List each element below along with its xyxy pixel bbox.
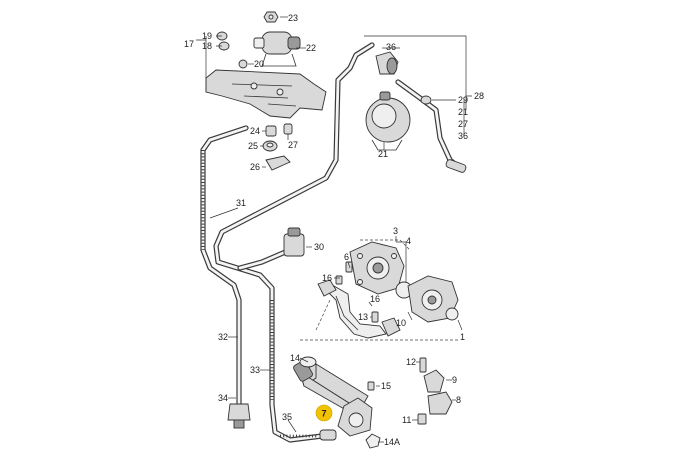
- mounting-bracket: [205, 69, 327, 119]
- solenoid-30: [283, 227, 305, 257]
- callout-19: 19: [202, 31, 212, 41]
- callout-36a: 36: [386, 42, 396, 52]
- bracket-8: [427, 391, 453, 415]
- callout-8: 8: [456, 395, 461, 405]
- callout-30: 30: [314, 242, 324, 252]
- callout-26: 26: [250, 162, 260, 172]
- callout-21a: 21: [458, 107, 468, 117]
- callout-22: 22: [306, 43, 316, 53]
- grouping-line-egr: [315, 239, 411, 331]
- callout-6: 6: [344, 252, 349, 262]
- vacuum-hose-long: [213, 42, 375, 443]
- callout-21b: 21: [378, 149, 388, 159]
- callout-31: 31: [236, 198, 246, 208]
- callout-14: 14: [290, 353, 300, 363]
- pipe-flange: [317, 279, 337, 297]
- bolt-11: [417, 413, 427, 425]
- grommet-25: [262, 140, 278, 152]
- callout-3: 3: [393, 226, 398, 236]
- callout-27a: 27: [458, 119, 468, 129]
- callout-35: 35: [282, 412, 292, 422]
- holder-26: [265, 155, 291, 171]
- egr-cooler-7: [293, 360, 373, 437]
- callout-16b: 16: [370, 294, 380, 304]
- bolt-16: [335, 275, 343, 285]
- callout-20: 20: [254, 59, 264, 69]
- callout-16: 16: [322, 273, 332, 283]
- throttle-housing-1: [407, 275, 459, 323]
- callout-13: 13: [358, 312, 368, 322]
- valve-36: [375, 51, 399, 75]
- vacuum-solenoid-22: [253, 31, 301, 67]
- callout-33: 33: [250, 365, 260, 375]
- vacuum-reservoir-21: [365, 91, 411, 151]
- leader-lines: [196, 16, 472, 443]
- bracket-9: [423, 369, 445, 393]
- bolt-15: [367, 381, 375, 391]
- callout-9: 9: [452, 375, 457, 385]
- callout-29: 29: [458, 95, 468, 105]
- callout-34: 34: [218, 393, 228, 403]
- callout-7-highlight: 7: [315, 404, 333, 422]
- callout-7: 7: [321, 409, 326, 419]
- callout-14A: 14A: [384, 437, 400, 447]
- vacuum-hose-30: [237, 247, 293, 271]
- callout-28: 28: [474, 91, 484, 101]
- callout-11: 11: [402, 415, 411, 425]
- hose-end-36b: [445, 159, 467, 173]
- vacuum-hose-31: [200, 125, 249, 423]
- check-valve-35: [319, 429, 337, 441]
- filter-34: [227, 403, 251, 429]
- pipe-flange-b: [381, 317, 401, 337]
- callout-27b: 27: [288, 140, 298, 150]
- callout-1: 1: [460, 332, 465, 342]
- callout-25: 25: [248, 141, 258, 151]
- gasket-14A: [365, 433, 381, 449]
- screw-20: [238, 59, 248, 69]
- bolt-27: [283, 123, 293, 135]
- callout-18: 18: [202, 41, 212, 51]
- egr-valve-3: [349, 241, 405, 295]
- callout-23: 23: [288, 13, 298, 23]
- callout-32: 32: [218, 332, 228, 342]
- seal-10: [445, 307, 459, 321]
- bolt-12: [419, 357, 427, 373]
- callout-17: 17: [184, 39, 194, 49]
- connector-29: [420, 95, 432, 105]
- callout-36b: 36: [458, 131, 468, 141]
- bolt-13: [371, 311, 379, 323]
- spacer-24: [265, 125, 277, 137]
- bolt-6: [345, 261, 353, 273]
- callout-15: 15: [381, 381, 391, 391]
- callout-12: 12: [406, 357, 416, 367]
- callout-10: 10: [396, 318, 406, 328]
- nut-23: [263, 11, 279, 23]
- callout-4: 4: [406, 236, 411, 246]
- connecting-pipe: [325, 285, 387, 339]
- callout-24: 24: [250, 126, 260, 136]
